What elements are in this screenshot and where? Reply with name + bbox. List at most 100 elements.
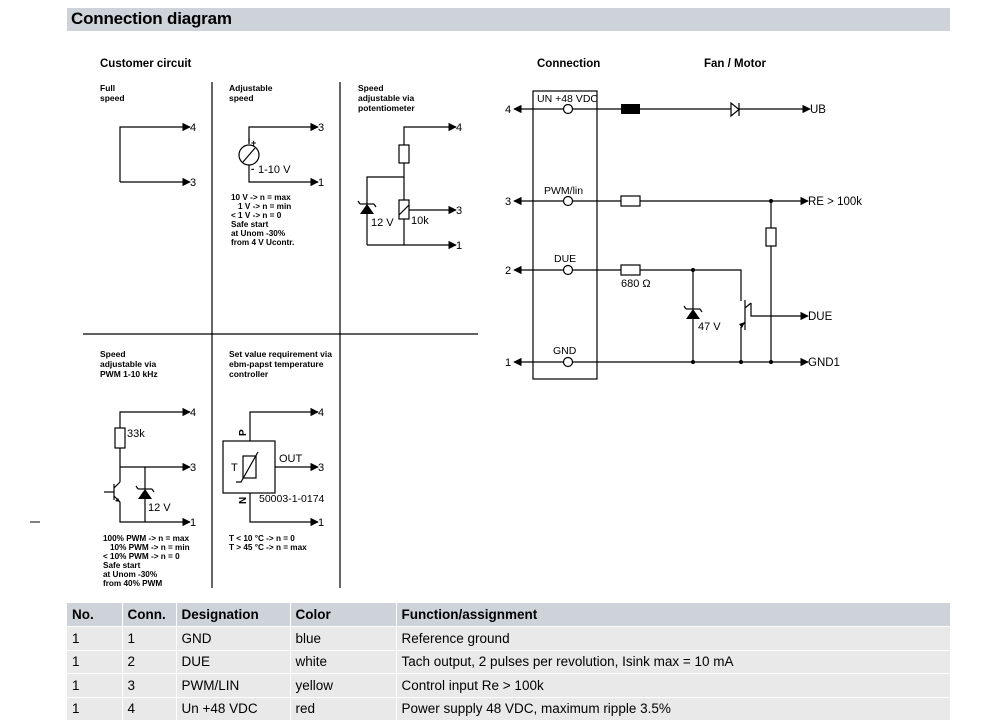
table-row: 1 2 DUE white Tach output, 2 pulses per … — [67, 649, 950, 674]
pwm-note-3: < 10% PWM -> n = 0 — [103, 552, 180, 561]
full-speed-label-1: Full — [100, 83, 115, 93]
source-voltage-label: 1-10 V — [258, 164, 291, 176]
ferrite-choke — [621, 104, 640, 114]
resistor-680-label: 680 Ω — [621, 278, 651, 290]
cell-conn: 2 — [121, 649, 176, 674]
controller-out-label: OUT — [279, 453, 303, 465]
node-dot — [769, 199, 773, 203]
panel-adjustable-speed — [238, 122, 319, 187]
controller-note-2: T > 45 °C -> n = max — [229, 543, 307, 552]
gnd-label: GND — [553, 345, 577, 357]
due-output-label: DUE — [808, 311, 833, 323]
terminal-1: 1 — [318, 177, 324, 189]
potentiometer-label-2: adjustable via — [358, 93, 414, 103]
minus-sign: - — [251, 164, 254, 175]
cell-designation: PWM/LIN — [175, 673, 290, 697]
pin-3: 3 — [505, 196, 511, 208]
connection-title: Connection — [537, 58, 600, 70]
pin-4: 4 — [505, 104, 511, 116]
controller-part-number: 50003-1-0174 — [259, 493, 325, 505]
due-label: DUE — [554, 253, 576, 265]
pin-1: 1 — [505, 357, 511, 369]
zener-47v-label: 47 V — [698, 321, 721, 333]
cell-no: 1 — [67, 696, 122, 720]
cell-conn: 1 — [121, 626, 176, 650]
fan-motor-circuit — [597, 103, 811, 367]
cell-conn: 4 — [121, 696, 176, 720]
pwm-label-2: adjustable via — [100, 359, 156, 369]
cell-no: 1 — [67, 649, 122, 674]
potentiometer-label-3: potentiometer — [358, 103, 415, 113]
terminal-3: 3 — [318, 122, 324, 134]
resistor-33k-label: 33k — [127, 428, 145, 440]
header-color: Color — [289, 603, 396, 627]
pin-assignment-table: No. Conn. Designation Color Function/ass… — [67, 603, 950, 720]
table-header-row: No. Conn. Designation Color Function/ass… — [67, 603, 950, 627]
section-header: Connection diagram — [67, 8, 950, 31]
terminal-3: 3 — [456, 205, 462, 217]
table-row: 1 3 PWM/LIN yellow Control input Re > 10… — [67, 673, 950, 697]
pwm-lin-label: PWM/lin — [544, 185, 583, 197]
terminal-1: 1 — [456, 240, 462, 252]
adjustable-label-2: speed — [229, 93, 254, 103]
cell-color: blue — [289, 626, 396, 650]
adjustable-note-1: 10 V -> n = max — [231, 193, 291, 202]
controller-note-1: T < 10 °C -> n = 0 — [229, 534, 295, 543]
cell-designation: DUE — [175, 649, 290, 674]
controller-label-3: controller — [229, 369, 269, 379]
connection-block — [513, 90, 598, 380]
cell-designation: GND — [175, 626, 290, 650]
terminal-3: 3 — [318, 462, 324, 474]
customer-grid — [83, 82, 478, 588]
cell-color: yellow — [289, 673, 396, 697]
transistor-arrow — [115, 498, 120, 502]
terminal-1: 1 — [190, 517, 196, 529]
pwm-note-1: 100% PWM -> n = max — [103, 534, 189, 543]
adjustable-label-1: Adjustable — [229, 83, 273, 93]
transistor-arrow — [739, 322, 745, 328]
adjustable-note-6: from 4 V Ucontr. — [231, 238, 294, 247]
fan-motor-title: Fan / Motor — [704, 58, 766, 70]
pwm-zener-label: 12 V — [148, 502, 171, 514]
pwm-note-4: Safe start — [103, 561, 141, 570]
terminal-3: 3 — [190, 177, 196, 189]
panel-full-speed — [119, 122, 191, 187]
plus-sign: + — [251, 138, 256, 148]
controller-t-label: T — [231, 462, 238, 474]
supply-diode — [730, 101, 740, 118]
pin-2: 2 — [505, 265, 511, 277]
table-row: 1 1 GND blue Reference ground — [67, 626, 950, 650]
cell-function: Reference ground — [395, 626, 950, 650]
node-dot — [739, 360, 743, 364]
terminal-3: 3 — [190, 462, 196, 474]
header-designation: Designation — [175, 603, 290, 627]
due-zener-diode — [686, 309, 700, 319]
pwm-label-1: Speed — [100, 349, 126, 359]
pwm-label-3: PWM 1-10 kHz — [100, 369, 158, 379]
terminal-4: 4 — [318, 407, 324, 419]
header-no: No. — [67, 603, 122, 627]
cell-function: Tach output, 2 pulses per revolution, Is… — [395, 649, 950, 674]
re-label: RE > 100k — [808, 196, 862, 208]
potentiometer-value: 10k — [411, 215, 429, 227]
panel-potentiometer — [357, 122, 457, 250]
header-function: Function/assignment — [395, 603, 950, 627]
terminal-4: 4 — [190, 407, 196, 419]
cell-function: Control input Re > 100k — [395, 673, 950, 697]
node-dot — [769, 360, 773, 364]
adjustable-note-5: at Unom -30% — [231, 229, 286, 238]
cell-color: red — [289, 696, 396, 720]
header-conn: Conn. — [121, 603, 176, 627]
cell-conn: 3 — [121, 673, 176, 697]
adjustable-note-3: < 1 V -> n = 0 — [231, 211, 282, 220]
controller-p-label: P — [238, 429, 249, 436]
controller-label-2: ebm-papst temperature — [229, 359, 324, 369]
zener-label: 12 V — [371, 217, 394, 229]
panel-controller — [222, 407, 319, 527]
adjustable-note-4: Safe start — [231, 220, 269, 229]
potentiometer-label-1: Speed — [358, 83, 384, 93]
pwm-note-5: at Unom -30% — [103, 570, 158, 579]
cell-no: 1 — [67, 626, 122, 650]
terminal-1: 1 — [318, 517, 324, 529]
pwm-note-2: 10% PWM -> n = min — [110, 543, 190, 552]
